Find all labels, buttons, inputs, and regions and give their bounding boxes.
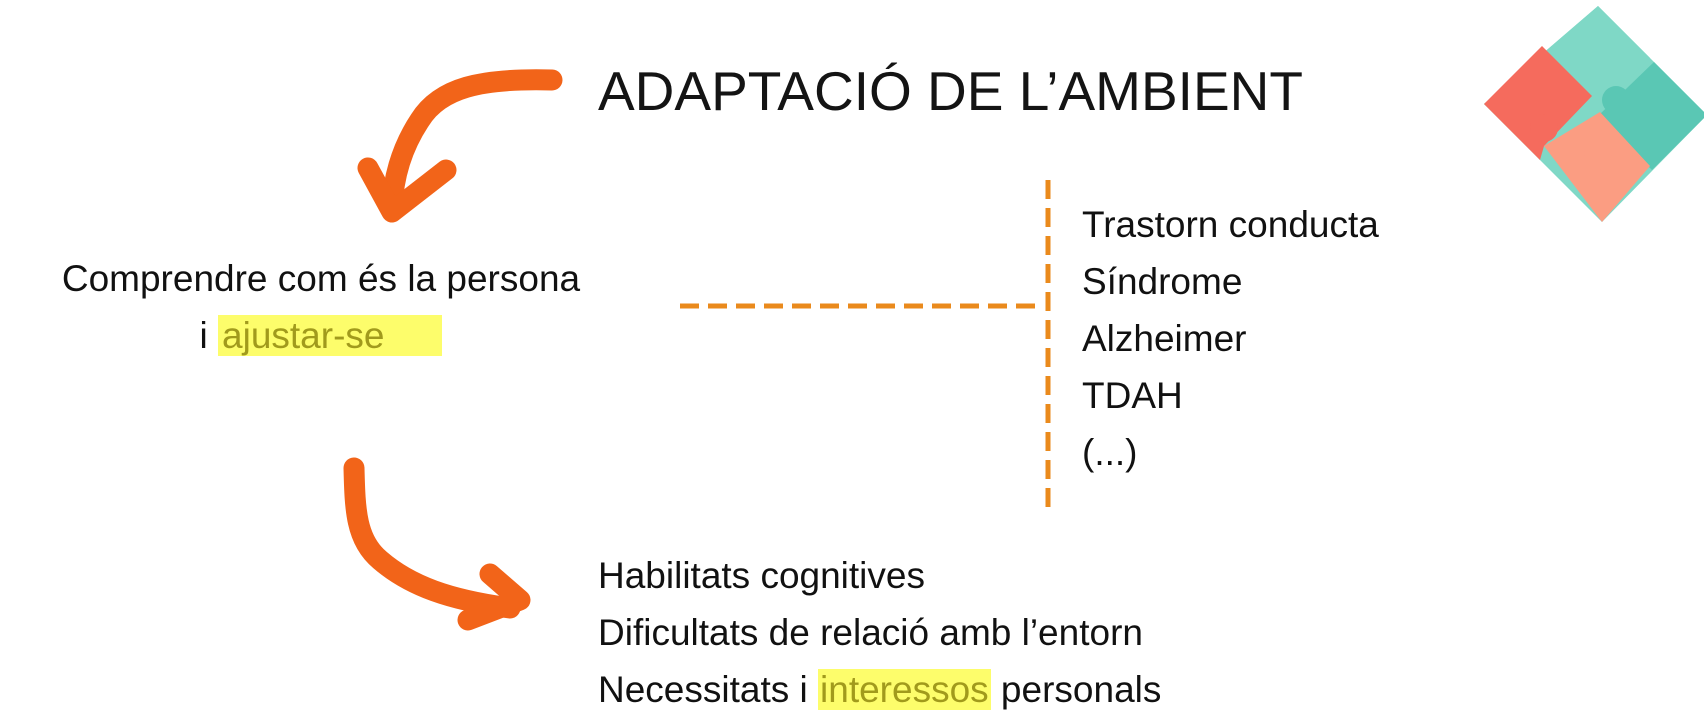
condition-item: Trastorn conducta <box>1082 204 1379 245</box>
condition-item: Síndrome <box>1082 261 1243 302</box>
conditions-list: Trastorn conducta Síndrome Alzheimer TDA… <box>1082 196 1379 481</box>
highlight-interessos: interessos <box>818 669 991 710</box>
condition-item: Alzheimer <box>1082 318 1247 359</box>
condition-item: TDAH <box>1082 375 1183 416</box>
condition-item: (...) <box>1082 432 1138 473</box>
curved-arrow-right-icon <box>343 457 531 631</box>
puzzle-icon <box>1484 6 1704 222</box>
center-line-1: Comprendre com és la persona <box>61 258 581 299</box>
slide-title: ADAPTACIÓ DE L’AMBIENT <box>598 60 1303 122</box>
center-line-2: i ajustar-se <box>0 307 642 364</box>
curved-arrow-down-icon <box>357 69 563 223</box>
aspect-item-suffix: personals <box>990 669 1162 710</box>
aspects-list: Habilitats cognitives Dificultats de rel… <box>598 547 1161 718</box>
aspect-item: Necessitats i interessos personals <box>598 661 1161 718</box>
aspect-item-prefix: Necessitats i <box>598 669 819 710</box>
aspect-item: Habilitats cognitives <box>598 555 925 596</box>
center-line-2-prefix: i <box>199 315 219 356</box>
dashed-connector <box>680 180 1051 512</box>
highlight-ajustar: ajustar-se <box>218 315 443 356</box>
aspect-item: Dificultats de relació amb l’entorn <box>598 612 1143 653</box>
center-statement: Comprendre com és la persona i ajustar-s… <box>0 250 642 364</box>
